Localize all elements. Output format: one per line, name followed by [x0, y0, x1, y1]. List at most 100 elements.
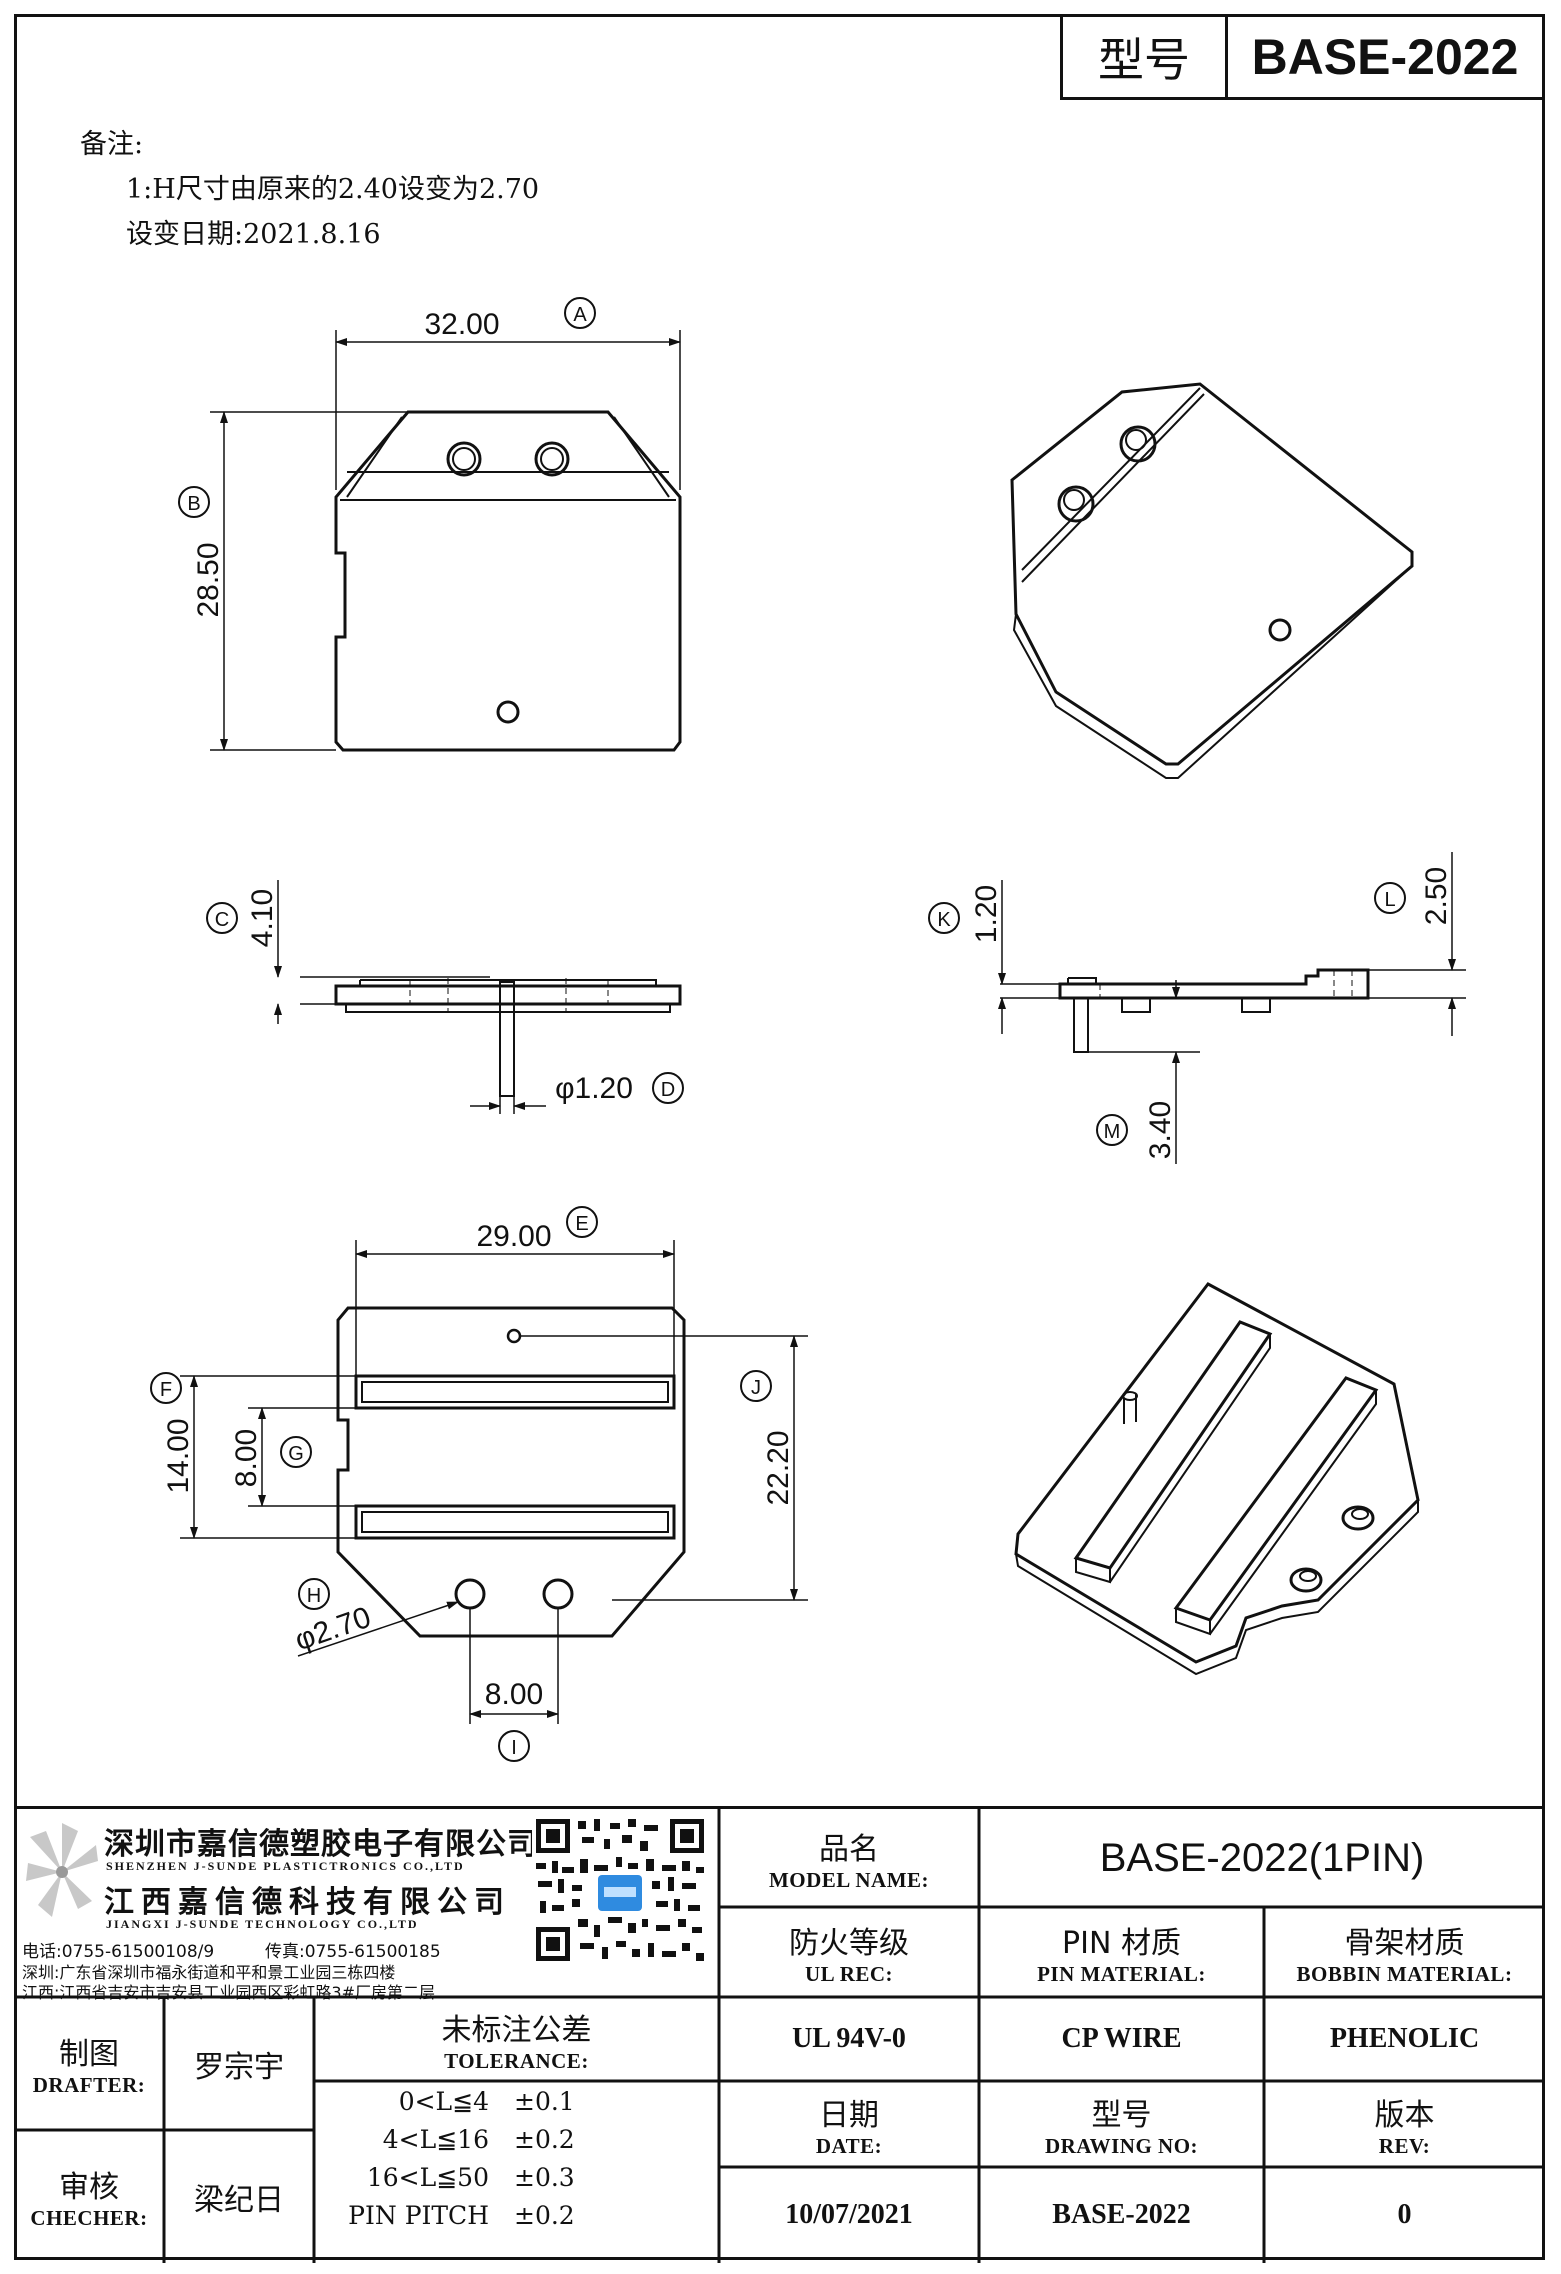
dim-F-value: 14.00	[162, 1418, 195, 1493]
model-name-value: BASE-2022(1PIN)	[1099, 1835, 1425, 1880]
ul-rec-value-cell: UL 94V-0	[719, 1997, 979, 2081]
notes-line-2: 设变日期:2021.8.16	[126, 219, 381, 250]
dim-J-tag: J	[751, 1377, 761, 1399]
drafter-zh: 制图	[59, 2037, 119, 2072]
dim-I: 8.00 I	[485, 1678, 543, 1762]
dim-H-value: φ2.70	[291, 1601, 375, 1658]
dim-G-tag: G	[288, 1443, 304, 1465]
dim-E-value: 29.00	[476, 1220, 551, 1253]
side-view-1	[274, 880, 682, 1114]
qr-code-icon	[532, 1815, 708, 1965]
drawing-no-value-cell: BASE-2022	[979, 2167, 1264, 2263]
ul-rec-value: UL 94V-0	[792, 2023, 906, 2054]
drawing-no-value: BASE-2022	[1052, 2199, 1191, 2230]
checker-zh: 审核	[59, 2170, 119, 2205]
dim-J-value: 22.20	[762, 1430, 795, 1505]
model-name-header: 品名 MODEL NAME:	[719, 1809, 979, 1907]
checker-value-cell: 梁纪日	[164, 2130, 314, 2263]
ul-rec-header: 防火等级 UL REC:	[719, 1907, 979, 1997]
company-logo-icon	[26, 1823, 98, 1917]
ul-rec-zh: 防火等级	[789, 1925, 909, 1961]
date-value-cell: 10/07/2021	[719, 2167, 979, 2263]
model-name-value-cell: BASE-2022(1PIN)	[979, 1809, 1545, 1907]
iso-view-top	[1010, 382, 1414, 779]
dimension-labels: 32.00 A 28.50 B 4.10 C φ1.20 D 1.20 K 2.…	[150, 297, 1453, 1762]
model-value: BASE-2022	[1251, 29, 1519, 85]
checker-value: 梁纪日	[194, 2182, 284, 2218]
company-address-jiangxi: 江西:江西省吉安市吉安县工业园西区彩虹路3#厂房第二层	[22, 1983, 435, 2002]
tolerance-value: ±0.2	[514, 2201, 575, 2230]
pin-material-en: PIN MATERIAL:	[1037, 1961, 1206, 1986]
top-view	[210, 330, 682, 752]
dim-M: 3.40 M	[1096, 1101, 1177, 1159]
rev-en: REV:	[1378, 2133, 1431, 2158]
checker-en: CHECHER:	[30, 2206, 148, 2230]
dim-M-tag: M	[1104, 1121, 1121, 1143]
tolerance-range: 0<L≦4	[398, 2087, 489, 2116]
company-block: 深圳市嘉信德塑胶电子有限公司 SHENZHEN J-SUNDE PLASTICT…	[14, 1809, 719, 2002]
checker-header: 审核 CHECHER:	[14, 2130, 164, 2263]
dim-E: 29.00 E	[476, 1206, 598, 1253]
dim-L-value: 2.50	[1420, 867, 1453, 925]
dim-F: 14.00 F	[150, 1372, 195, 1494]
tolerance-row: 16<L≦50 ±0.3	[314, 2163, 719, 2199]
pin-material-zh: PIN 材质	[1062, 1925, 1181, 1961]
dim-H-tag: H	[307, 1585, 321, 1607]
company-name-cn-1: 深圳市嘉信德塑胶电子有限公司	[104, 1827, 538, 1862]
notes-line-1: 1:H尺寸由原来的2.40设变为2.70	[126, 174, 540, 205]
dim-K-tag: K	[937, 909, 951, 931]
ul-rec-en: UL REC:	[804, 1961, 894, 1986]
title-block: 深圳市嘉信德塑胶电子有限公司 SHENZHEN J-SUNDE PLASTICT…	[14, 1806, 1545, 2263]
drafter-en: DRAFTER:	[32, 2073, 146, 2097]
dim-B-tag: B	[187, 493, 200, 515]
dim-L: 2.50 L	[1374, 867, 1453, 925]
company-name-en-2: JIANGXI J-SUNDE TECHNOLOGY CO.,LTD	[106, 1917, 419, 1931]
tolerance-value: ±0.3	[514, 2163, 575, 2192]
bobbin-material-zh: 骨架材质	[1344, 1925, 1465, 1961]
dim-K-value: 1.20	[970, 885, 1003, 943]
dim-M-value: 3.40	[1144, 1101, 1177, 1159]
rev-value: 0	[1397, 2199, 1412, 2230]
bobbin-material-value: PHENOLIC	[1329, 2023, 1480, 2054]
rev-value-cell: 0	[1264, 2167, 1545, 2263]
pin-material-header: PIN 材质 PIN MATERIAL:	[979, 1907, 1264, 1997]
model-box: 型号 BASE-2022	[1060, 14, 1545, 100]
dim-B-value: 28.50	[192, 542, 225, 617]
side-view-2	[998, 852, 1466, 1164]
company-name-en-1: SHENZHEN J-SUNDE PLASTICTRONICS CO.,LTD	[106, 1859, 465, 1873]
dim-D-value: φ1.20	[555, 1072, 633, 1105]
dim-A-value: 32.00	[424, 308, 499, 341]
notes: 备注: 1:H尺寸由原来的2.40设变为2.70 设变日期:2021.8.16	[80, 122, 539, 257]
tolerance-range: 16<L≦50	[366, 2163, 489, 2192]
date-en: DATE:	[815, 2133, 883, 2158]
dim-C-tag: C	[215, 909, 229, 931]
tolerance-range: 4<L≦16	[382, 2125, 489, 2154]
dim-H: φ2.70 H	[291, 1578, 375, 1658]
title-block-grid	[14, 1809, 1545, 2263]
bobbin-material-en: BOBBIN MATERIAL:	[1296, 1961, 1513, 1986]
rev-zh: 版本	[1374, 2097, 1435, 2133]
dim-G: 8.00 G	[230, 1429, 312, 1487]
drawing-frame	[14, 14, 1545, 2260]
company-fax: 传真:0755-61500185	[265, 1942, 441, 1962]
dim-J: 22.20 J	[740, 1370, 795, 1506]
drawing-no-en: DRAWING NO:	[1044, 2133, 1199, 2158]
tolerance-range: PIN PITCH	[348, 2201, 489, 2230]
dim-E-tag: E	[575, 1213, 588, 1235]
drafter-header: 制图 DRAFTER:	[14, 1997, 164, 2130]
technical-drawing: 32.00 A 28.50 B 4.10 C φ1.20 D 1.20 K 2.…	[150, 297, 1466, 1762]
dim-I-tag: I	[511, 1737, 517, 1759]
dim-A: 32.00 A	[424, 297, 596, 341]
date-zh: 日期	[819, 2097, 879, 2133]
dim-B: 28.50 B	[178, 486, 225, 618]
tolerance-row: 4<L≦16 ±0.2	[314, 2125, 719, 2161]
iso-view-bottom	[1014, 1282, 1420, 1676]
drawing-no-header: 型号 DRAWING NO:	[979, 2081, 1264, 2167]
drawing-no-zh: 型号	[1091, 2097, 1152, 2133]
tolerance-en: TOLERANCE:	[444, 2048, 589, 2073]
company-name-cn-2: 江西嘉信德科技有限公司	[104, 1885, 511, 1920]
model-name-zh: 品名	[819, 1831, 879, 1867]
drafter-value: 罗宗宇	[194, 2049, 284, 2085]
model-name-en: MODEL NAME:	[768, 1867, 930, 1892]
dim-L-tag: L	[1384, 889, 1395, 911]
